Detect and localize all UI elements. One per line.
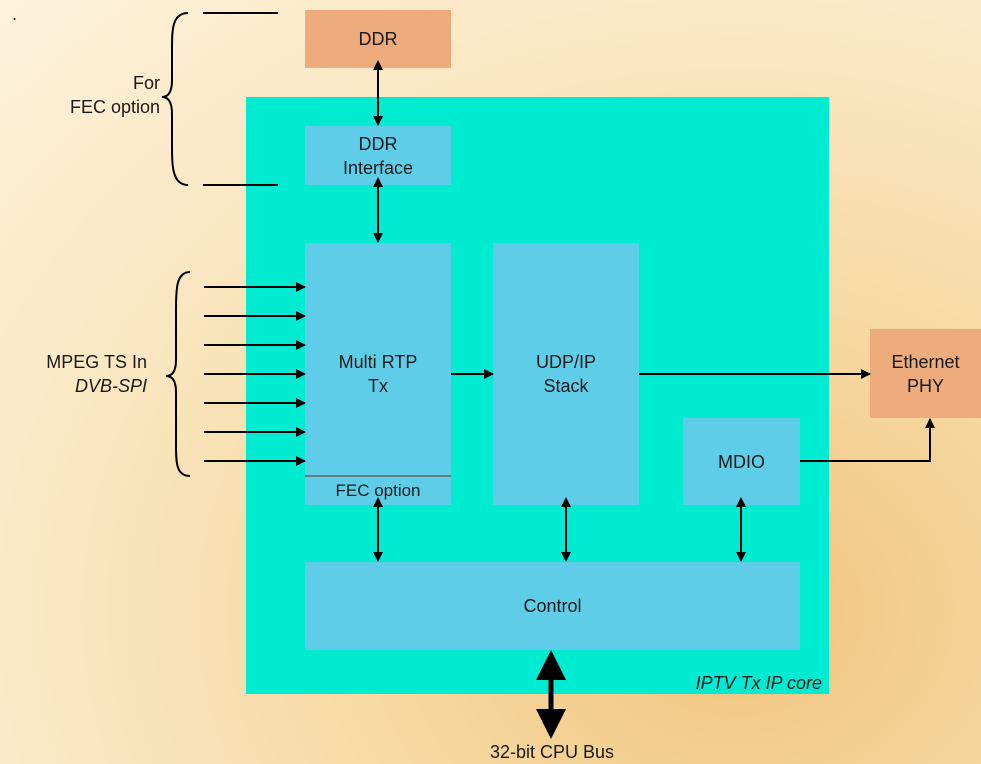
mdio-to-ethernet-arrow [800,418,935,462]
mdio-label: MDIO [718,451,765,472]
mpeg-ts-brace [165,271,191,477]
for-fec-line-2: FEC option [69,97,160,117]
dvb-spi-text: DVB-SPI [74,376,147,396]
for-fec-label: For FEC option [38,71,160,119]
ethernet-phy-label-2: PHY [906,375,944,396]
multi-rtp-label-2: Tx [368,376,388,396]
fec-option-label: FEC option [335,481,421,500]
control-label: Control [523,596,582,616]
mpeg-ts-in-text: MPEG TS In [46,352,147,372]
multi-rtp-label-1: Multi RTP [338,352,418,372]
ddr-interface-block: DDR Interface [305,126,451,185]
udp-ip-label-2: Stack [543,376,589,396]
ethernet-phy-label-1: Ethernet [891,351,960,372]
ethernet-phy-block: Ethernet PHY [870,329,981,418]
core-name-label: IPTV Tx IP core [695,673,822,693]
mdio-block: MDIO [683,418,800,505]
ddr-interface-label-1: DDR [358,133,398,154]
cpu-bus-label: 32-bit CPU Bus [489,742,615,762]
udp-ip-stack-block: UDP/IP Stack [493,243,639,505]
for-fec-brace [161,12,189,186]
control-block: Control [305,562,800,650]
ddr-interface-label-2: Interface [342,157,414,178]
mpeg-ts-label: MPEG TS In DVB-SPI [10,350,147,398]
multi-rtp-tx-block: Multi RTP Tx [305,243,451,475]
corner-dot: . [12,4,18,24]
for-fec-line-1: For [133,73,160,93]
ddr-label: DDR [358,29,398,49]
ddr-block: DDR [305,10,451,68]
udp-ip-label-1: UDP/IP [535,352,596,372]
fec-option-block: FEC option [305,477,451,505]
